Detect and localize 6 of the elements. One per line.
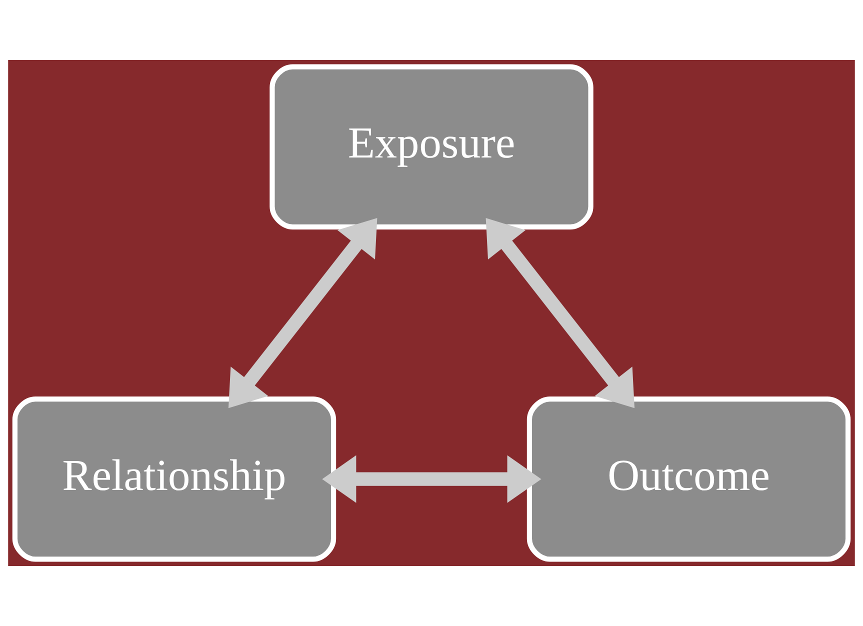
arrow: [486, 218, 635, 408]
node-box: Outcome: [526, 396, 851, 562]
arrow: [228, 218, 378, 408]
node-box: Exposure: [270, 64, 594, 230]
node-box: Relationship: [12, 396, 336, 562]
arrow: [322, 455, 542, 503]
